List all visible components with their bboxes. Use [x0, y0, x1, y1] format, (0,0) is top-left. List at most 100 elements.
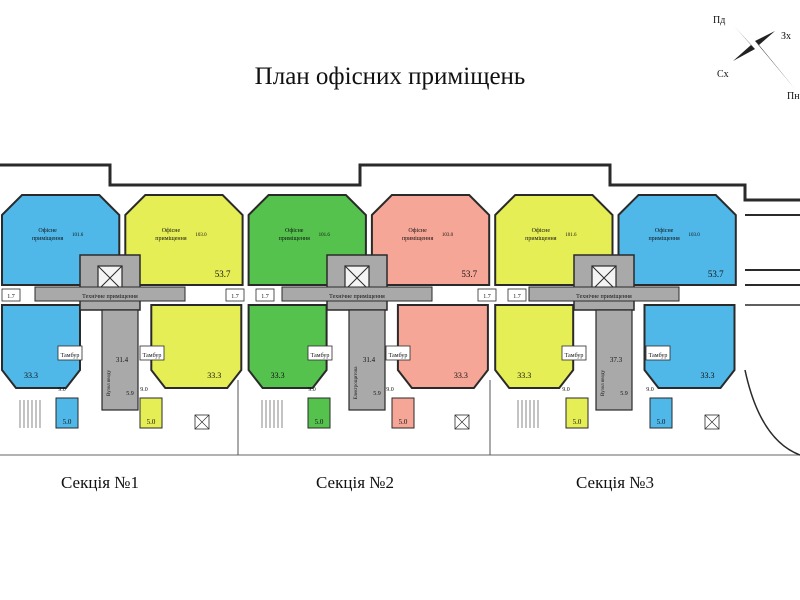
- wc-room-2: [139, 397, 163, 429]
- office-name-line2-6: приміщення: [648, 236, 680, 242]
- wc-area-5: 5.0: [573, 418, 582, 426]
- office-lower-2: [150, 304, 243, 389]
- page-title: План офісних приміщень: [255, 63, 526, 90]
- tech-rooms-label-3: Технічне приміщення: [576, 294, 632, 300]
- tech-corridor-1: [34, 286, 186, 302]
- office-area-4: 53.7: [461, 269, 477, 279]
- wc-room-6: [649, 397, 673, 429]
- office-name-line2-1: приміщення: [32, 236, 64, 242]
- balcony-curve-right: [744, 304, 800, 456]
- office-lower-area-6: 33.3: [701, 371, 715, 380]
- office-name-line1-2: Офісне: [162, 227, 181, 234]
- office-lower-area-5: 33.3: [517, 371, 531, 380]
- elevator-cross-2: [344, 265, 370, 291]
- compass-needle-west: [733, 45, 755, 61]
- entry-door-cross-1: [194, 414, 210, 430]
- corridor-cell-1: [1, 288, 21, 302]
- wc-room-1: [55, 397, 79, 429]
- vestibule-3: [307, 345, 333, 361]
- compass-needle-east: [755, 31, 775, 45]
- office-lower-6: [643, 304, 736, 389]
- vestibule-5: [561, 345, 587, 361]
- tech-rooms-label-1: Технічне приміщення: [82, 294, 138, 300]
- exterior-wall-top: [0, 163, 800, 202]
- office-total-3: 101.6: [319, 233, 331, 238]
- core-area-3: 37.3: [610, 356, 623, 364]
- compass-needle-south: [735, 27, 755, 49]
- core-vertical-label-2: Електрощитова: [354, 366, 359, 400]
- wc-area-3: 5.0: [315, 418, 324, 426]
- vestibule-6: [645, 345, 671, 361]
- core-small-area-2: 5.9: [373, 391, 381, 397]
- office-name-line2-3: приміщення: [279, 236, 311, 242]
- tech-corridor-3: [528, 286, 680, 302]
- vestibule-label-3: Тамбур: [311, 352, 330, 359]
- office-lower-4: [396, 304, 489, 389]
- office-name-line2-4: приміщення: [402, 236, 434, 242]
- compass-west-label: Зх: [781, 31, 791, 42]
- tech-rooms-label-2: Технічне приміщення: [329, 294, 385, 300]
- office-total-5: 101.6: [565, 233, 577, 238]
- corridor-area-5: 1.7: [513, 294, 521, 300]
- office-name-line1-6: Офісне: [655, 227, 674, 234]
- corridor-area-1: 1.7: [7, 294, 15, 300]
- office-lower-area-2: 33.3: [207, 371, 221, 380]
- entry-door-3: [704, 414, 720, 430]
- core-small-area-3: 5.9: [620, 391, 628, 397]
- core-vertical-label-1: Вузол вводу: [107, 370, 112, 396]
- core-stair-3: [595, 309, 633, 411]
- tech-corridor-2: [281, 286, 433, 302]
- wc-area-1: 5.0: [63, 418, 72, 426]
- core-vertical-label-3: Вузол вводу: [601, 370, 606, 396]
- office-name-line1-3: Офісне: [285, 227, 304, 234]
- section-label-1: Секція №1: [61, 473, 139, 492]
- wc-room-4: [391, 397, 415, 429]
- core-small-area-1: 5.9: [126, 391, 134, 397]
- compass-needle-north: [755, 41, 795, 89]
- office-total-6: 103.0: [689, 233, 701, 238]
- entry-door-2: [454, 414, 470, 430]
- section-label-2: Секція №2: [316, 473, 394, 492]
- vestibule-label-1: Тамбур: [61, 352, 80, 359]
- office-lower-5: [494, 304, 575, 389]
- vestibule-label-2: Тамбур: [143, 352, 162, 359]
- compass-north-label: Пн: [787, 91, 800, 102]
- vestibule-label-5: Тамбур: [565, 352, 584, 359]
- compass-rose: Пд Зх Сх Пн: [713, 15, 800, 102]
- entry-door-cross-3: [704, 414, 720, 430]
- entry-door-cross-2: [454, 414, 470, 430]
- balcony-walls-right: [745, 214, 800, 286]
- office-name-line2-5: приміщення: [525, 236, 557, 242]
- vestibule-area-4: 9.0: [386, 387, 394, 393]
- corridor-area-3: 1.7: [261, 294, 269, 300]
- section-label-3: Секція №3: [576, 473, 654, 492]
- vestibule-label-6: Тамбур: [649, 352, 668, 359]
- office-total-4: 103.0: [442, 233, 454, 238]
- section-dividers: [237, 380, 491, 455]
- wc-room-3: [307, 397, 331, 429]
- office-name-line1-5: Офісне: [532, 227, 551, 234]
- floor-plan-body: Офіснеприміщення101.651.3Офіснеприміщенн…: [0, 163, 800, 456]
- vestibule-label-4: Тамбур: [389, 352, 408, 359]
- elevator-cross-3: [591, 265, 617, 291]
- wc-area-4: 5.0: [399, 418, 408, 426]
- compass-east-label: Сх: [717, 69, 729, 80]
- vestibule-area-5: 9.0: [562, 387, 570, 393]
- wc-area-2: 5.0: [147, 418, 156, 426]
- vestibule-2: [139, 345, 165, 361]
- office-lower-area-4: 33.3: [454, 371, 468, 380]
- wc-area-6: 5.0: [657, 418, 666, 426]
- office-area-2: 53.7: [215, 269, 231, 279]
- vestibule-area-1: 9.0: [58, 387, 66, 393]
- core-area-2: 31.4: [363, 356, 376, 364]
- core-stair-2: [348, 309, 386, 411]
- corridor-area-2: 1.7: [231, 294, 239, 300]
- vestibule-area-2: 9.0: [140, 387, 148, 393]
- core-area-1: 31.4: [116, 356, 129, 364]
- vestibule-area-6: 9.0: [646, 387, 654, 393]
- entry-door-1: [194, 414, 210, 430]
- office-total-1: 101.6: [72, 233, 84, 238]
- office-name-line1-4: Офісне: [408, 227, 427, 234]
